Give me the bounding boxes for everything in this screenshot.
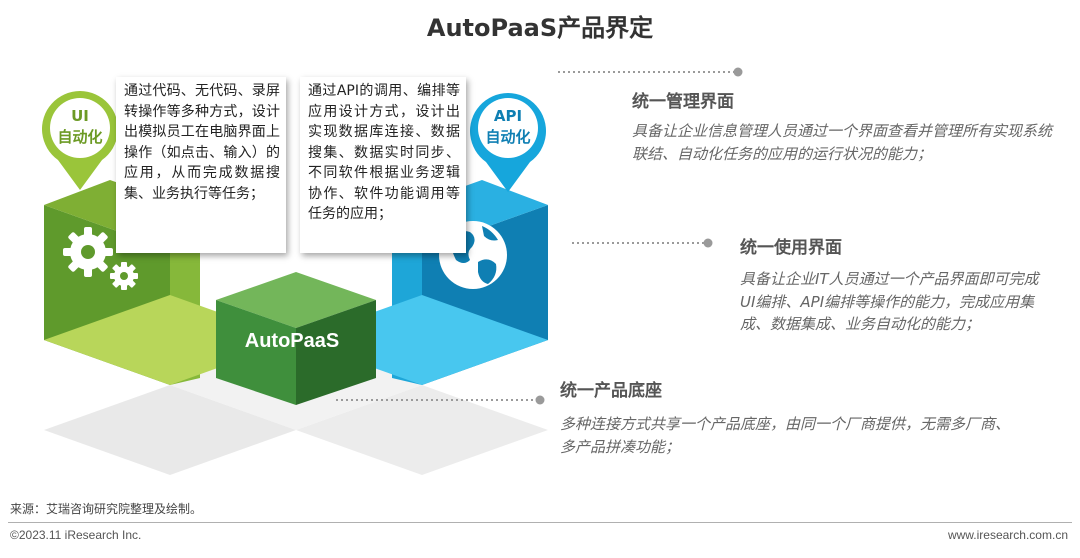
svg-text:UI: UI bbox=[71, 107, 89, 125]
feature-heading-management: 统一管理界面 bbox=[632, 92, 734, 112]
center-cube-left bbox=[216, 300, 296, 405]
connector-line-3 bbox=[336, 395, 545, 405]
svg-text:自动化: 自动化 bbox=[57, 128, 102, 146]
feature-heading-usage: 统一使用界面 bbox=[740, 238, 842, 258]
feature-desc-base: 多种连接方式共享一个产品底座，由同一个厂商提供，无需多厂商、多产品拼凑功能； bbox=[560, 415, 1011, 456]
website-link[interactable]: www.iresearch.com.cn bbox=[947, 528, 1068, 542]
feature-desc-management: 具备让企业信息管理人员通过一个界面查看并管理所有实现系统联结、自动化任务的应用的… bbox=[632, 122, 1053, 163]
center-cube-right bbox=[296, 300, 376, 405]
footer-divider bbox=[8, 522, 1072, 523]
connector-line-2 bbox=[572, 238, 713, 248]
page-title: AutoPaaS产品界定 bbox=[426, 14, 654, 42]
api-automation-note: 通过API的调用、编排等应用设计方式，设计出实现数据库连接、数据搜集、数据实时同… bbox=[300, 77, 466, 253]
connector-line-1 bbox=[558, 67, 743, 77]
api-pin-marker: API 自动化 bbox=[470, 93, 546, 192]
center-cube-label: AutoPaaS bbox=[245, 330, 339, 352]
feature-desc-usage: 具备让企业IT人员通过一个产品界面即可完成UI编排、API编排等操作的能力，完成… bbox=[740, 270, 1039, 333]
gear-icon bbox=[63, 227, 138, 290]
ui-automation-note: 通过代码、无代码、录屏转操作等多种方式，设计出模拟员工在电脑界面上操作（如点击、… bbox=[116, 77, 286, 253]
svg-text:自动化: 自动化 bbox=[485, 128, 530, 146]
ui-pin-marker: UI 自动化 bbox=[42, 91, 118, 190]
source-note: 来源：艾瑞咨询研究院整理及绘制。 bbox=[10, 502, 203, 516]
feature-heading-base: 统一产品底座 bbox=[560, 381, 662, 401]
svg-text:API: API bbox=[494, 107, 522, 125]
copyright-text: ©2023.11 iResearch Inc. bbox=[10, 528, 142, 542]
